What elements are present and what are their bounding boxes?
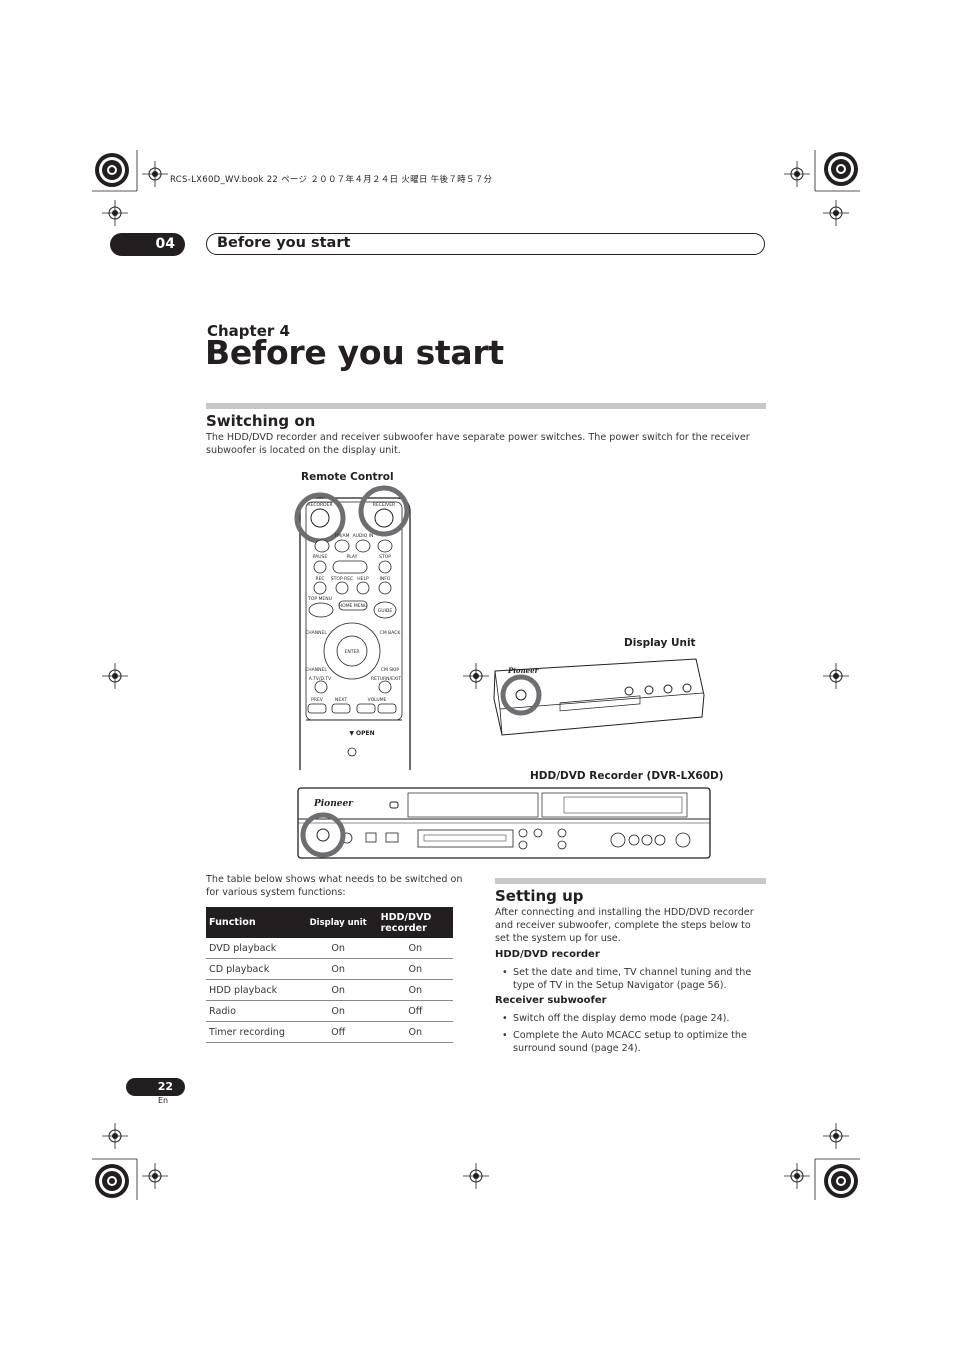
table-cell: On [377,938,453,959]
display-unit-label: Display Unit [624,637,696,649]
table-cell: DVD playback [206,938,299,959]
remote-label-stop: STOP [379,554,391,560]
switching-on-heading: Switching on [206,412,316,430]
table-cell: HDD playback [206,979,299,1001]
remote-label-open: ▼ OPEN [349,730,374,737]
remote-label-pause: PAUSE [313,554,328,560]
recorder-brand-logo: Pioneer [313,799,354,809]
remote-control-label: Remote Control [301,471,394,483]
table-cell: On [298,1000,378,1022]
recorder-bullet-1: Set the date and time, TV channel tuning… [502,966,767,992]
remote-label-top-menu: TOP MENU [307,596,332,602]
table-cell: On [377,1021,453,1043]
remote-label-enter: ENTER [345,649,360,655]
function-table: Function Display unit HDD/DVD recorder D… [206,907,453,1043]
table-row: Timer recording Off On [206,1021,453,1043]
remote-label-atv-dtv: A.TV/D.TV [309,676,332,682]
table-cell: Timer recording [206,1021,299,1043]
table-header-row: Function Display unit HDD/DVD recorder [206,907,453,938]
table-row: HDD playback On On [206,979,453,1001]
remote-label-return-exit: RETURN/EXIT [371,676,401,682]
table-header-display-unit: Display unit [298,907,378,938]
remote-label-help: HELP [357,576,369,582]
setting-up-body: After connecting and installing the HDD/… [495,907,754,944]
remote-label-cm-skip: CM SKIP [381,667,400,673]
remote-label-guide: GUIDE [378,608,393,614]
remote-label-fmam: FM/AM [335,533,350,539]
page-number: 22 [126,1078,185,1096]
table-cell: Off [377,1000,453,1022]
table-header-function: Function [206,907,299,938]
table-cell: On [377,958,453,980]
recorder-illustration: Pioneer [297,787,711,859]
remote-label-rec: REC [315,576,324,582]
chapter-label: Chapter 4 [207,322,290,340]
remote-label-cm-back: CM BACK [380,630,402,636]
remote-label-receiver: RECEIVER [373,502,395,508]
table-cell: On [298,938,378,959]
remote-label-channel-up: CHANNEL [305,630,327,636]
page-title: Before you start [205,333,504,372]
display-unit-illustration: Pioneer [493,658,705,736]
running-header-bar [206,233,765,255]
table-cell: Off [298,1021,378,1043]
table-row: CD playback On On [206,958,453,980]
remote-label-home-menu: HOME MENU [339,603,367,609]
subwoofer-subheading: Receiver subwoofer [495,995,607,1006]
remote-label-prev: PREV [311,697,324,703]
table-cell: CD playback [206,958,299,980]
remote-label-audio-in: AUDIO IN [353,533,374,539]
subwoofer-bullet-1: Switch off the display demo mode (page 2… [502,1012,767,1025]
recorder-subheading: HDD/DVD recorder [495,949,600,960]
subwoofer-bullet-2: Complete the Auto MCACC setup to optimiz… [502,1029,767,1055]
table-header-recorder: HDD/DVD recorder [377,907,453,938]
page-language: En [158,1096,169,1105]
setting-up-rule [495,878,766,884]
table-row: Radio On Off [206,1000,453,1022]
remote-label-channel-down: CHANNEL [305,667,327,673]
remote-label-next: NEXT [335,697,347,703]
table-intro: The table below shows what needs to be s… [206,874,463,898]
remote-label-play: PLAY [347,554,358,560]
section-rule [206,403,766,409]
table-cell: Radio [206,1000,299,1022]
table-cell: On [377,979,453,1001]
table-row: DVD playback On On [206,938,453,959]
switching-on-body: The HDD/DVD recorder and receiver subwoo… [206,432,750,456]
remote-label-volume: VOLUME [368,697,387,703]
table-cell: On [298,958,378,980]
remote-label-stop-rec: STOP REC [331,576,353,582]
running-title: Before you start [217,235,351,251]
table-cell: On [298,979,378,1001]
recorder-label: HDD/DVD Recorder (DVR-LX60D) [530,770,724,782]
setting-up-heading: Setting up [495,887,584,905]
remote-label-info: INFO [380,576,391,582]
remote-control-illustration: RECORDER RECEIVER FM/AM AUDIO IN PAUSE P… [294,485,411,770]
file-info: RCS-LX60D_WV.book 22 ページ ２００７年４月２４日 火曜日 … [170,175,493,185]
display-brand-logo: Pioneer [507,666,540,675]
remote-label-recorder: RECORDER [307,502,332,508]
chapter-number-badge: 04 [110,233,185,256]
